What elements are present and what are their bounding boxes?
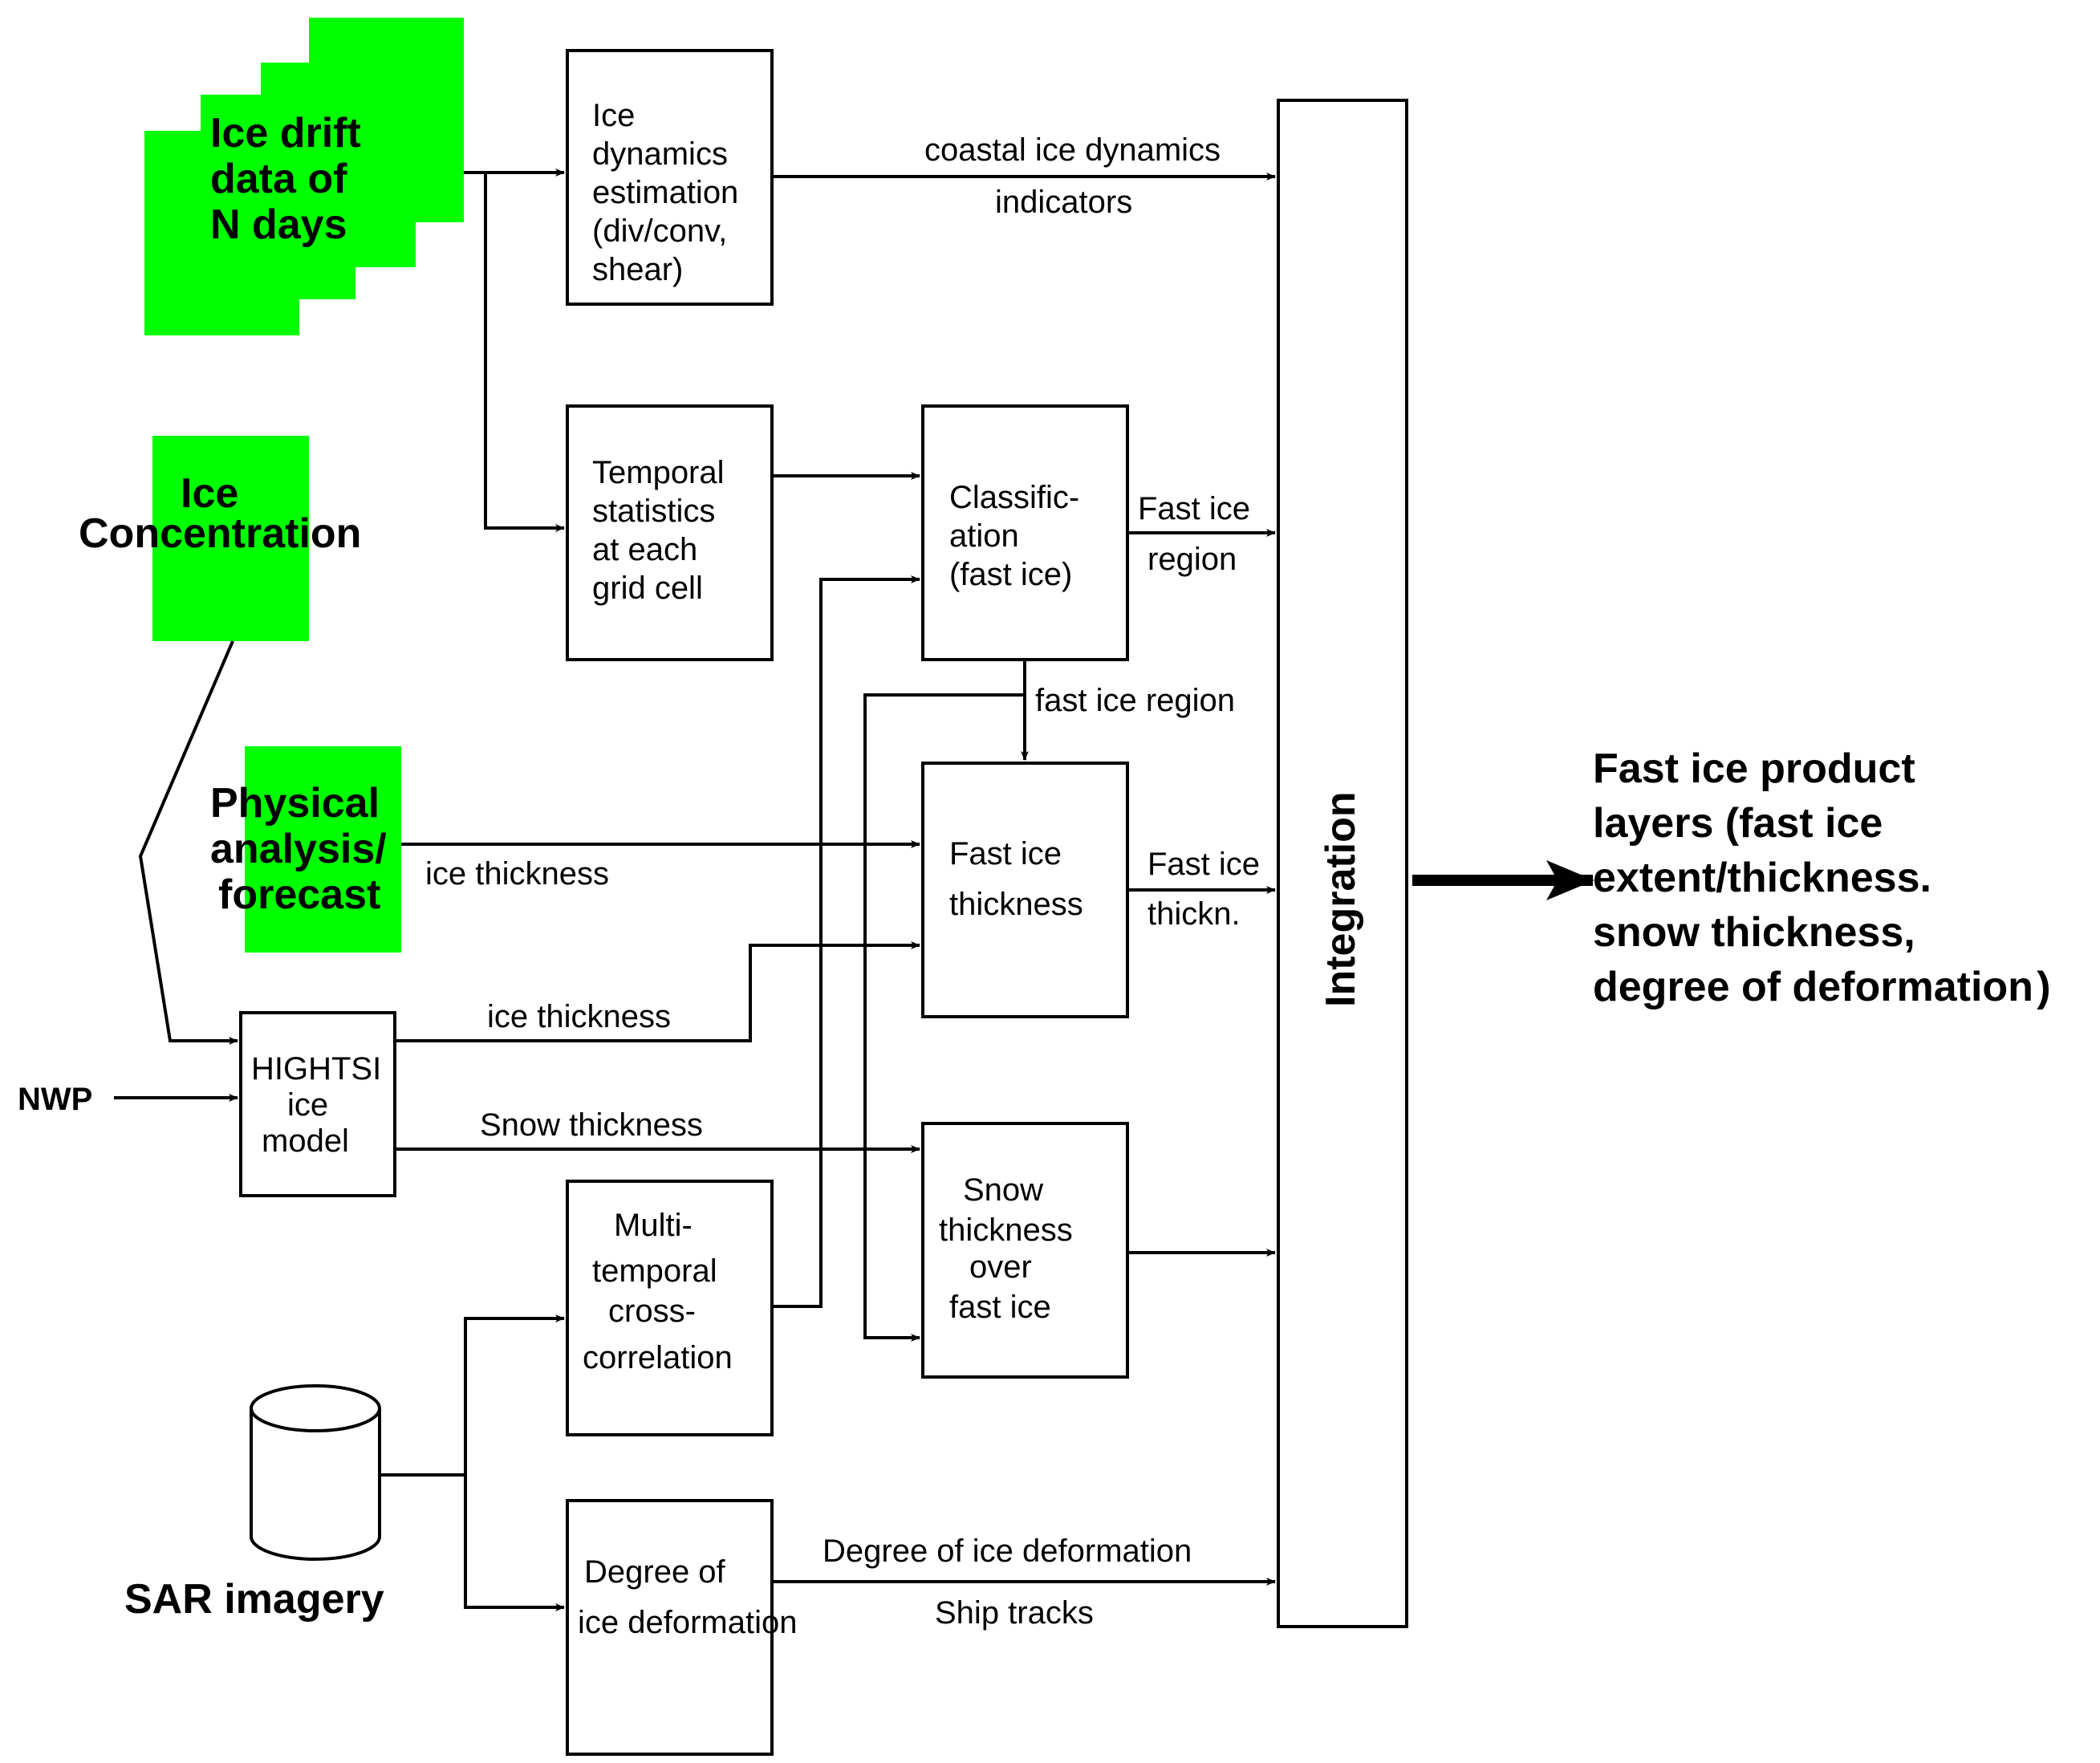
fast-ice-thickness-line-2: thickness (949, 887, 1083, 922)
output-line-3: extent/thickness. (1593, 855, 1931, 901)
fast-ice-thickness-box: Fast ice thickness (921, 762, 1129, 1018)
classification-line-2: ation (949, 518, 1019, 554)
physical-line-3: forecast (218, 871, 380, 918)
snow-thickness-box: Snow thickness over fast ice (921, 1122, 1129, 1379)
fast-ice-region-label-2: region (1147, 542, 1237, 577)
sar-to-deformation-arrow (464, 1475, 565, 1611)
ice-drift-line-3: N days (210, 201, 347, 248)
ice-drift-line-1: Ice drift (210, 110, 361, 156)
deformation-label-2: Ship tracks (935, 1595, 1094, 1631)
temporal-stats-line-3: at each (592, 532, 697, 567)
sar-imagery-label: SAR imagery (124, 1576, 384, 1623)
fast-ice-region-down-label: fast ice region (1035, 683, 1235, 718)
multi-temporal-line-1: Multi- (614, 1208, 693, 1243)
ice-dynamics-line-1: Ice (592, 98, 635, 133)
snow-thickness-line-3: over (969, 1249, 1032, 1285)
ice-dynamics-line-3: estimation (592, 175, 738, 210)
classification-box: Classific- ation (fast ice) (921, 404, 1129, 661)
hightsi-model-box: HIGHTSI ice model (239, 1011, 396, 1197)
multi-temporal-line-3: cross- (608, 1294, 696, 1329)
nwp-label: NWP (18, 1082, 92, 1117)
integration-box: Integration (1277, 99, 1408, 1628)
snow-thickness-line-4: fast ice (949, 1290, 1051, 1325)
hightsi-snow-thickness-label: Snow thickness (480, 1107, 703, 1143)
physical-line-1: Physical (210, 780, 380, 827)
ice-dynamics-line-4: (div/conv, (592, 213, 727, 249)
classification-line-3: (fast ice) (949, 557, 1072, 592)
output-product-text: Fast ice product layers (fast ice extent… (1593, 745, 2051, 1010)
fast-ice-thickness-line-1: Fast ice (949, 836, 1062, 871)
snow-thickness-line-2: thickness (939, 1213, 1073, 1248)
ice-concentration-source: Ice Concentration (79, 436, 361, 641)
multi-temporal-to-classification-arrow (772, 575, 920, 1308)
physical-analysis-source: Physical analysis/ forecast (210, 746, 401, 953)
multi-temporal-line-4: correlation (583, 1340, 733, 1375)
temporal-stats-line-4: grid cell (592, 571, 703, 606)
hightsi-ice-thickness-label: ice thickness (487, 999, 671, 1034)
output-line-4: snow thickness, (1593, 909, 1915, 956)
temporal-stats-line-1: Temporal (592, 455, 725, 490)
deformation-line-2: ice deformation (578, 1605, 797, 1640)
multi-temporal-line-2: temporal (592, 1253, 717, 1289)
ice-drift-source: Ice drift data of N days (144, 18, 464, 335)
coastal-label-2: indicators (995, 185, 1132, 220)
temporal-stats-line-2: statistics (592, 494, 715, 529)
hightsi-line-3: model (262, 1123, 349, 1159)
hightsi-to-thickness-arrow (395, 941, 920, 1042)
integration-label: Integration (1318, 791, 1364, 1007)
fast-ice-thickn-label-1: Fast ice (1147, 847, 1260, 882)
concentration-to-hightsi-arrow (138, 640, 238, 1045)
sar-to-multi-temporal-arrow (464, 1314, 565, 1475)
multi-temporal-box: Multi- temporal cross- correlation (566, 1180, 774, 1436)
physical-line-2: analysis/ (210, 826, 387, 872)
deformation-label-1: Degree of ice deformation (823, 1533, 1192, 1569)
physical-ice-thickness-label: ice thickness (425, 856, 609, 892)
temporal-statistics-box: Temporal statistics at each grid cell (566, 404, 774, 661)
fast-ice-thickn-label-2: thickn. (1147, 896, 1241, 932)
ice-drift-line-2: data of (210, 156, 347, 202)
fast-ice-region-label-1: Fast ice (1138, 491, 1250, 526)
hightsi-line-2: ice (287, 1087, 328, 1123)
snow-thickness-line-1: Snow (963, 1172, 1043, 1208)
coastal-label-1: coastal ice dynamics (924, 132, 1221, 168)
ice-dynamics-box: Ice dynamics estimation (div/conv, shear… (566, 49, 774, 306)
ice-concentration-line-1: Ice (181, 470, 238, 517)
sar-database-icon (250, 1384, 381, 1561)
ice-dynamics-line-5: shear) (592, 252, 683, 287)
deformation-box: Degree of ice deformation (566, 1499, 797, 1756)
classification-line-1: Classific- (949, 480, 1079, 515)
region-to-snow-arrow (863, 693, 1025, 1342)
hightsi-line-1: HIGHTSI (251, 1051, 381, 1087)
ice-concentration-line-2: Concentration (79, 510, 361, 557)
output-line-2: layers (fast ice (1593, 800, 1883, 847)
ice-dynamics-line-2: dynamics (592, 136, 728, 172)
deformation-line-1: Degree of (584, 1554, 726, 1590)
output-line-1: Fast ice product (1593, 745, 1915, 792)
drift-to-temporal-arrow (484, 173, 565, 532)
output-line-5: degree of deformation ) (1593, 964, 2051, 1010)
